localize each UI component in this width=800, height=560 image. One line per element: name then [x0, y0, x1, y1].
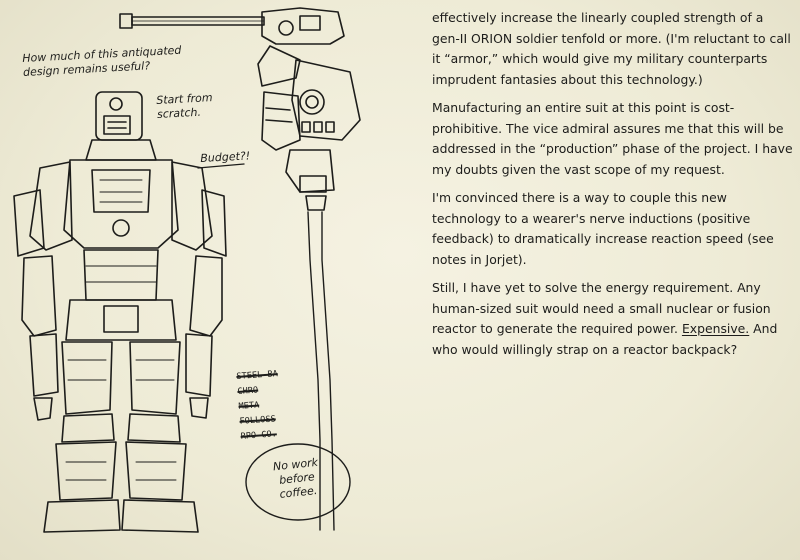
struck-list: STEEL BA CHRO META FOLLOSS RPO CO.	[236, 365, 311, 445]
budget-underline	[197, 163, 245, 169]
coffee-bubble	[245, 443, 351, 521]
journal-paragraph: Manufacturing an entire suit at this poi…	[432, 100, 793, 177]
journal-emphasis: Expensive.	[681, 321, 750, 336]
note-start-from-scratch: Start from scratch.	[156, 91, 213, 121]
journal-text-run: Still, I have yet to solve the energy re…	[432, 280, 771, 336]
gun-arm-sketch	[119, 7, 361, 531]
journal-paragraph: I'm convinced there is a way to couple t…	[432, 190, 774, 267]
journal-text: effectively increase the linearly couple…	[432, 8, 794, 367]
journal-paragraph: Still, I have yet to solve the energy re…	[432, 278, 794, 360]
note-coffee: No work before coffee.	[272, 455, 319, 501]
journal-text-run: And who would willingly strap on a react…	[432, 321, 778, 357]
journal-paragraph: effectively increase the linearly couple…	[432, 10, 791, 87]
armor-suit-sketch	[13, 91, 227, 533]
